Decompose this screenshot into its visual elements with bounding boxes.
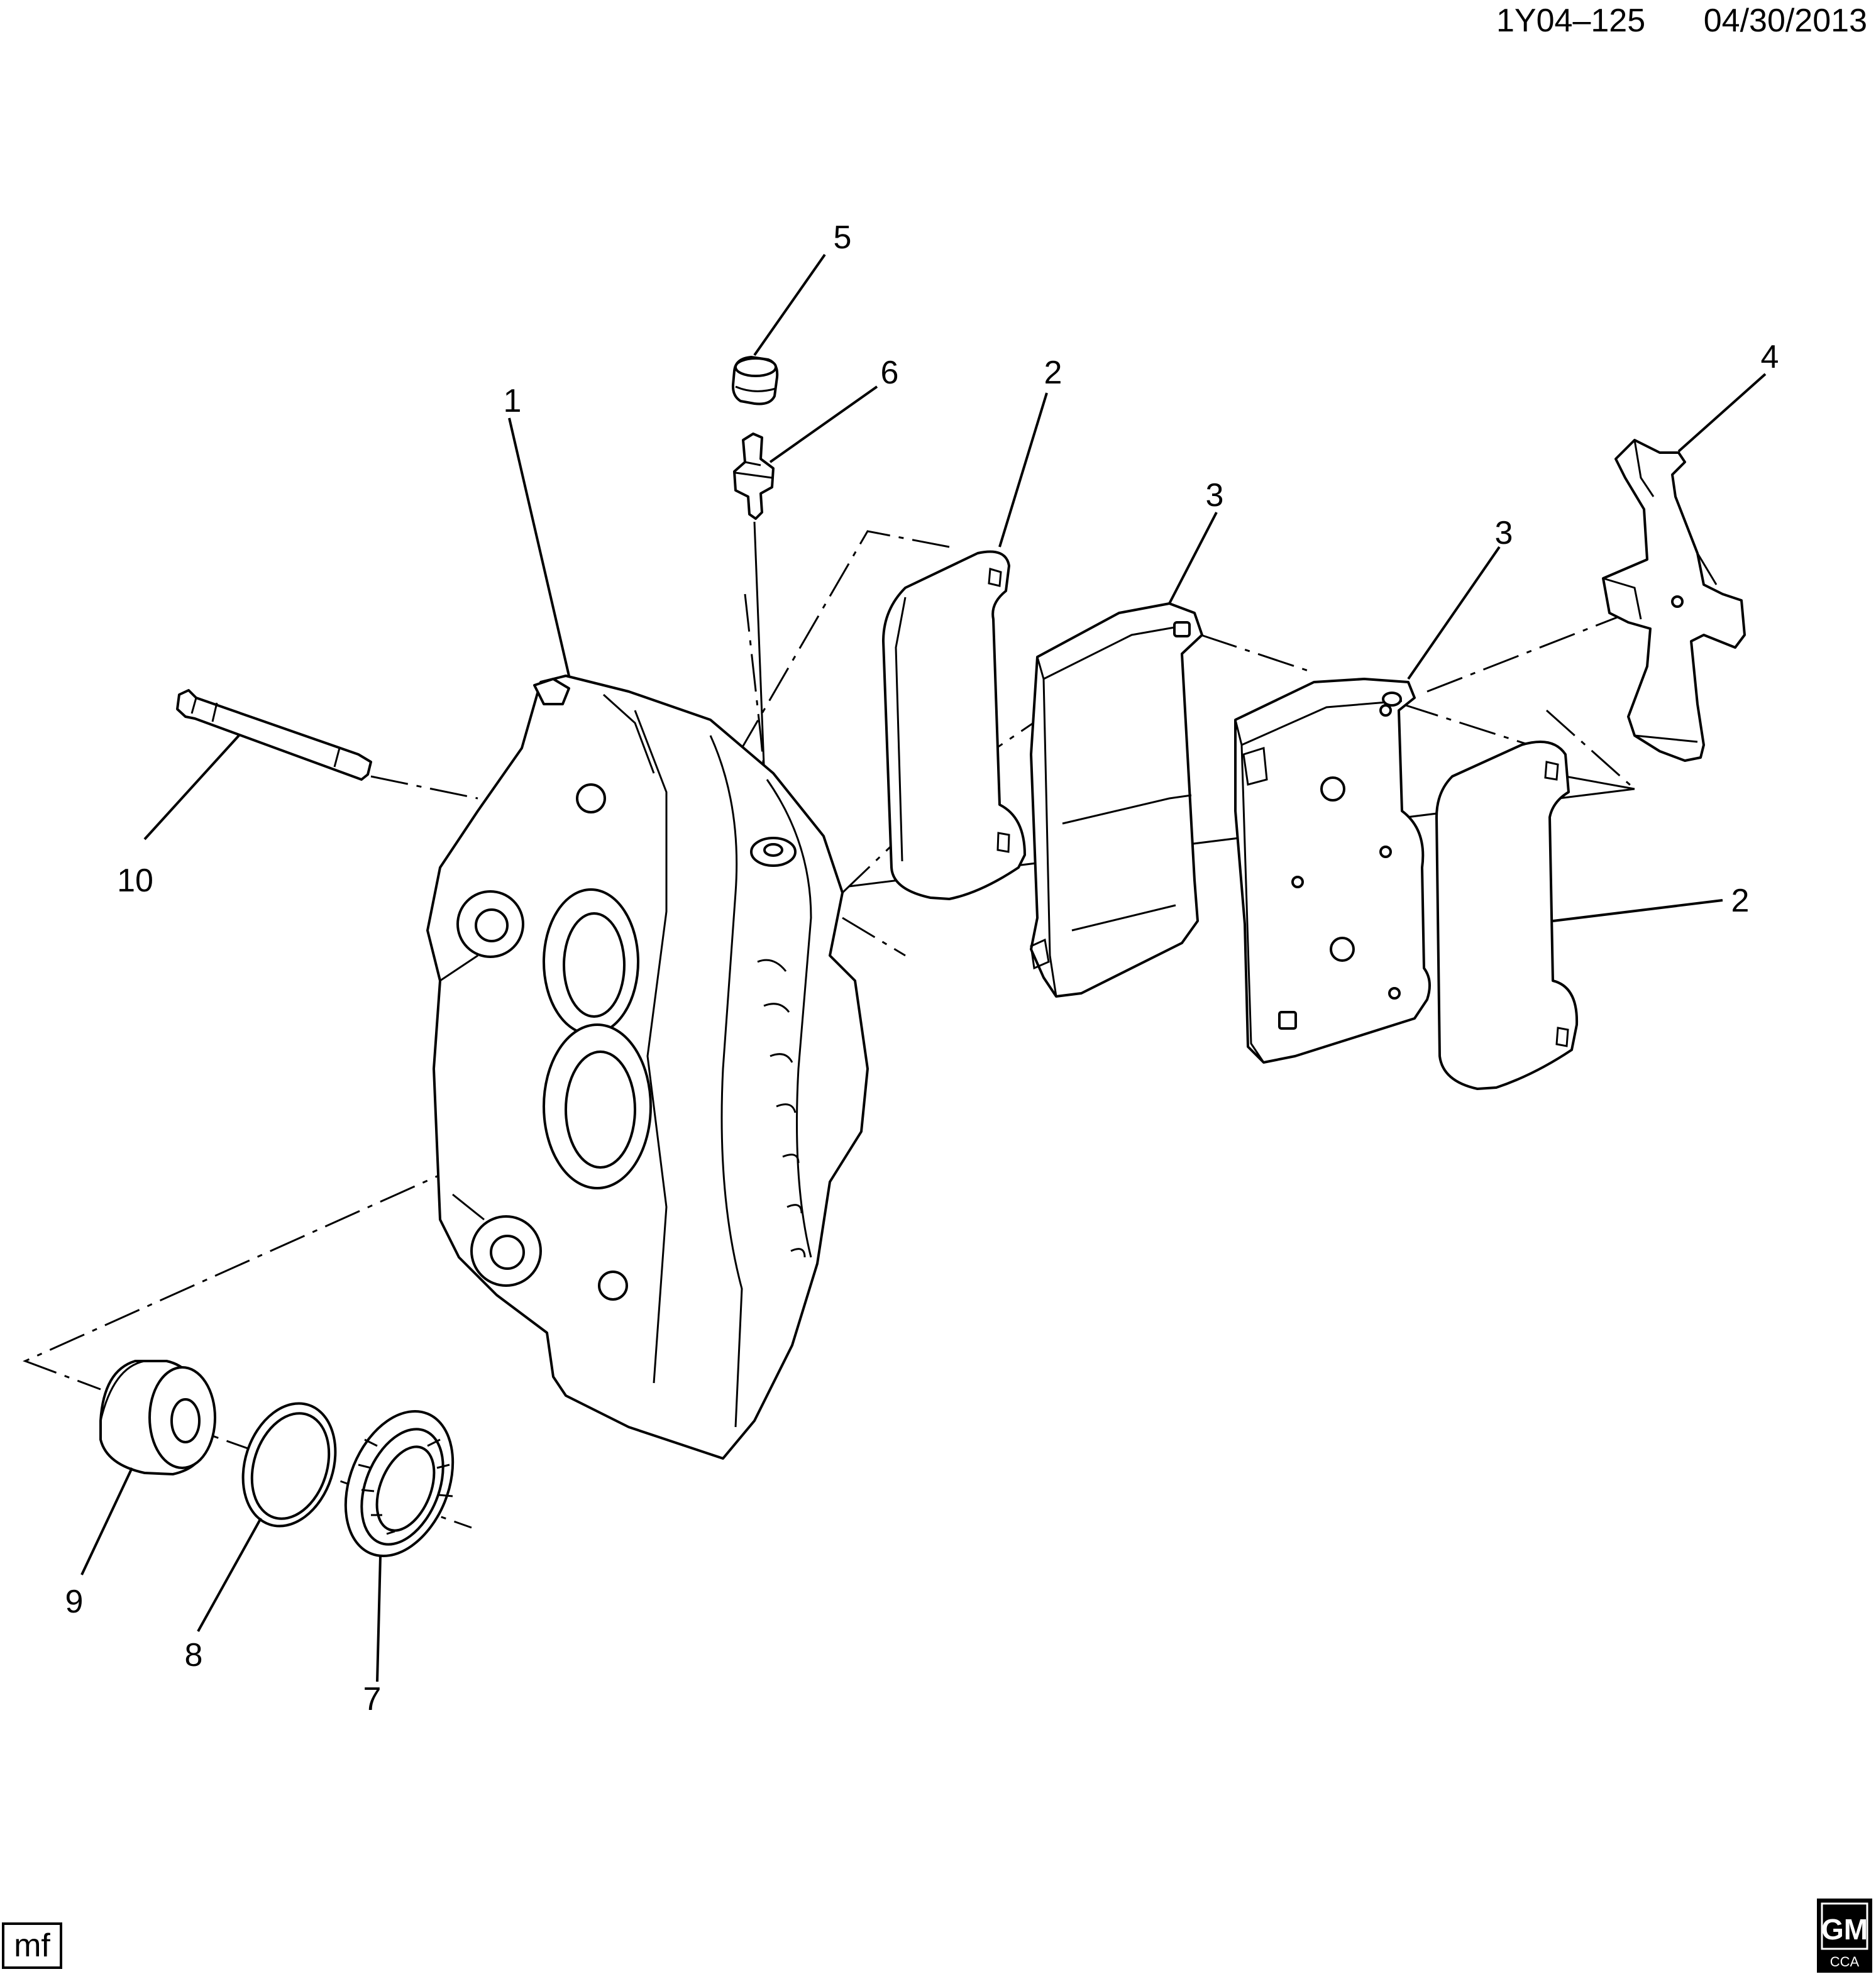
anti-rattle-clip-part-4 bbox=[1602, 439, 1746, 762]
callout-4: 4 bbox=[1761, 339, 1779, 375]
diagram-code: 1Y04–125 bbox=[1496, 3, 1645, 39]
gm-logo-text: GM bbox=[1821, 1913, 1868, 1946]
gm-logo-subtext: CCA bbox=[1830, 1954, 1860, 1970]
pad-shim-part-2-inner bbox=[882, 550, 1026, 900]
pad-shim-part-2-outer bbox=[1435, 741, 1723, 1090]
initials-box: mf bbox=[2, 1922, 62, 1969]
callout-9: 9 bbox=[65, 1584, 84, 1620]
callout-3a: 3 bbox=[1206, 477, 1224, 514]
callout-3b: 3 bbox=[1495, 515, 1513, 551]
bleeder-cap-part-5 bbox=[731, 356, 779, 405]
leader-lines bbox=[80, 253, 1767, 1682]
callout-6: 6 bbox=[881, 355, 899, 391]
callout-labels: 1 2 2 3 3 4 5 6 7 8 9 10 bbox=[65, 219, 1779, 1717]
callout-8: 8 bbox=[185, 1637, 203, 1673]
callout-2b: 2 bbox=[1731, 883, 1750, 919]
brake-caliper-part-1 bbox=[426, 675, 869, 1460]
callout-10: 10 bbox=[117, 863, 153, 899]
callout-7: 7 bbox=[363, 1681, 382, 1717]
callout-1: 1 bbox=[504, 383, 522, 419]
guide-pin-part-10 bbox=[176, 689, 372, 781]
callout-2a: 2 bbox=[1044, 355, 1062, 391]
piston-part-9 bbox=[99, 1360, 216, 1475]
gm-logo: GM CCA bbox=[1817, 1899, 1872, 1973]
brake-pad-part-3-outer bbox=[1234, 678, 1431, 1064]
brake-pad-part-3-inner bbox=[1030, 602, 1203, 998]
initials-text: mf bbox=[14, 1927, 50, 1964]
dust-boot-part-7 bbox=[344, 1409, 455, 1558]
callout-5: 5 bbox=[834, 219, 852, 256]
diagram-date: 04/30/2013 bbox=[1704, 3, 1867, 39]
piston-seal-part-8 bbox=[241, 1402, 337, 1528]
